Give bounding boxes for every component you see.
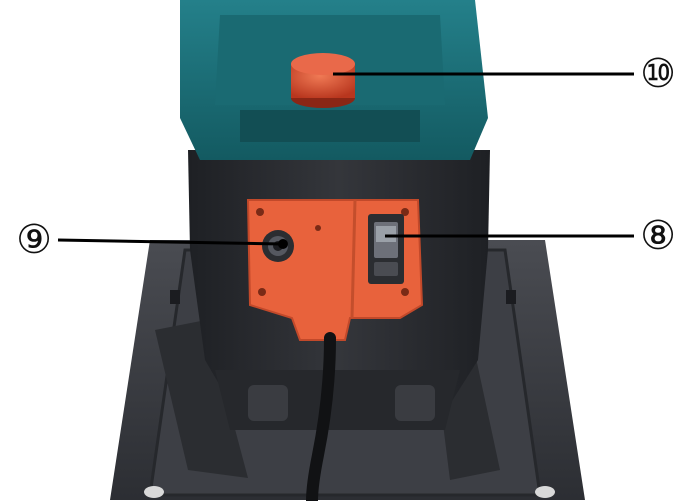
leader-line-9 xyxy=(57,238,284,246)
power-cord xyxy=(306,332,336,501)
callout-number-9: ⑨ xyxy=(16,217,52,263)
callout-number-8: ⑧ xyxy=(640,213,676,259)
callout-number-10: ⑩ xyxy=(640,51,676,97)
rocker-switch xyxy=(368,214,404,284)
red-knob xyxy=(291,53,355,108)
round-button xyxy=(262,230,294,262)
